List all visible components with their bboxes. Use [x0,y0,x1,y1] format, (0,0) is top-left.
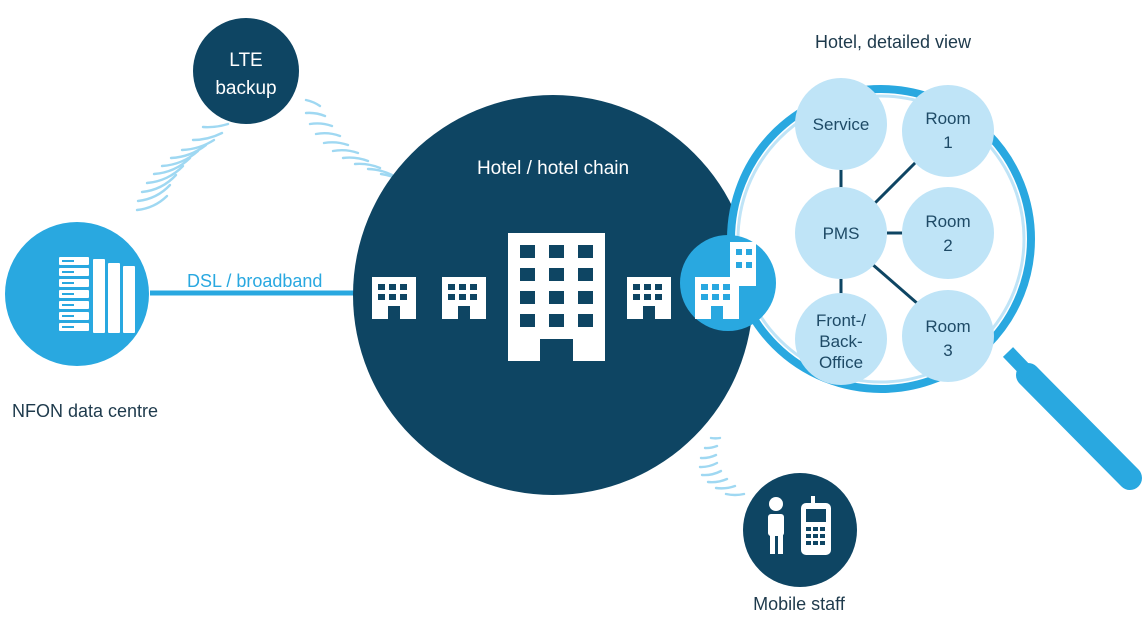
building-icon [372,277,416,319]
office-label-line1: Front-/ [816,311,866,330]
service-node [795,78,887,170]
data-centre-label: NFON data centre [12,401,158,421]
building-icon [627,277,671,319]
building-icon [730,242,756,286]
detail-view-title: Hotel, detailed view [815,32,972,52]
person-icon [768,497,784,554]
room-2-node [902,187,994,279]
room-1-label-line2: 1 [943,133,952,152]
mobile-staff-node [743,473,857,587]
room-1-node [902,85,994,177]
wireless-waves-lte-hotel [304,98,404,183]
magnifier-neck [1002,347,1036,380]
magnifier-handle [1016,363,1142,490]
pms-node [795,187,887,279]
room-2-label-line2: 2 [943,236,952,255]
lte-backup-label-line1: LTE [229,50,262,71]
room-2-label-line1: Room [925,212,970,231]
room-3-label-line2: 3 [943,341,952,360]
wireless-waves-hotel-mobile [698,436,746,497]
mobile-staff-label: Mobile staff [753,594,846,614]
service-label: Service [813,115,870,134]
lte-backup-node [193,18,299,124]
hotel-building-icon [508,233,605,361]
hotel-chain-label: Hotel / hotel chain [477,158,629,179]
lte-backup-label-line2: backup [215,78,276,99]
detail-connections [839,158,920,306]
office-label-line2: Back- [819,332,862,351]
server-rack-slots [62,260,74,328]
mobile-phone-icon [801,496,831,555]
building-icon [442,277,486,319]
office-label-line3: Office [819,353,863,372]
pms-label: PMS [823,224,860,243]
wireless-waves-datacentre-lte [135,122,230,212]
front-back-office-node [795,293,887,385]
room-3-label-line1: Room [925,317,970,336]
room-3-node [902,290,994,382]
dsl-link-label: DSL / broadband [187,271,322,291]
room-1-label-line1: Room [925,109,970,128]
